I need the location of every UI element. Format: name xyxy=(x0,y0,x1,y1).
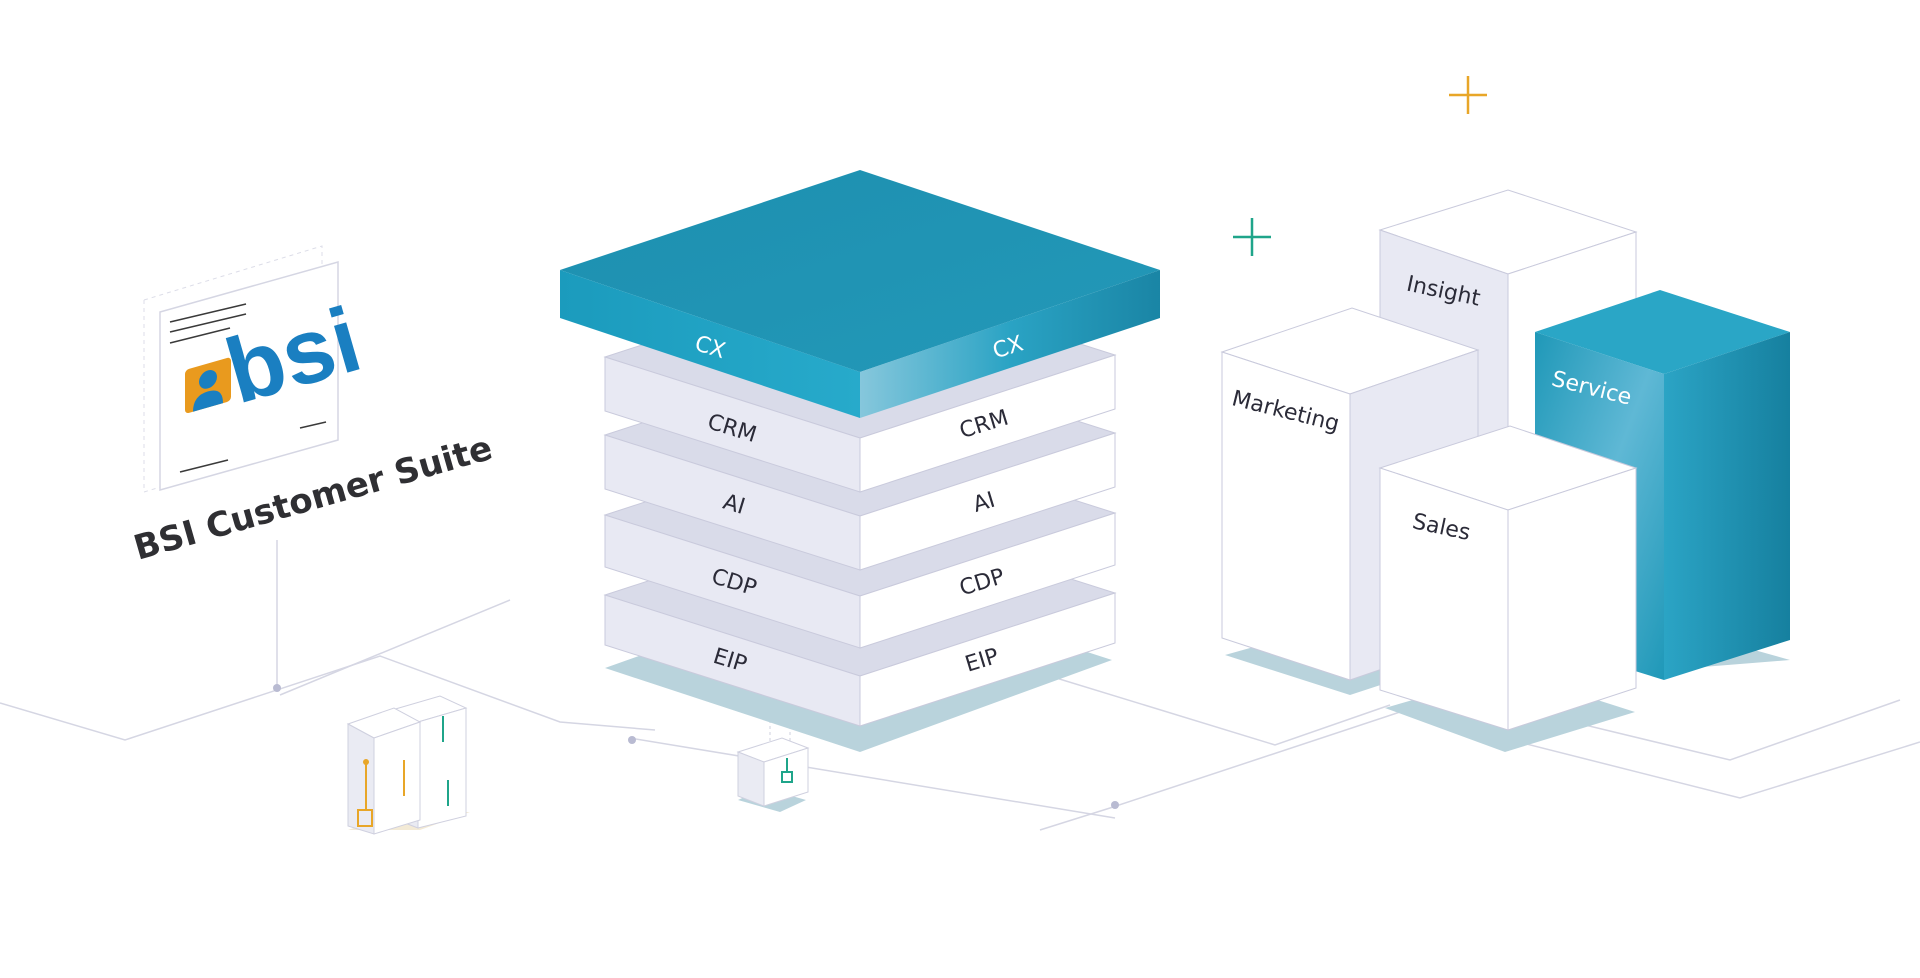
bsi-logo-icon xyxy=(185,357,231,414)
plus-icon-green xyxy=(1233,218,1271,256)
layer-cx: CX CX xyxy=(560,170,1160,418)
plus-icon-orange xyxy=(1449,76,1487,114)
server-icon xyxy=(346,695,470,835)
floor-nodes xyxy=(273,684,1119,809)
server-icon-small xyxy=(736,720,810,812)
platform-stack: EIP EIP CDP CDP AI AI CRM CRM xyxy=(560,170,1160,752)
module-blocks: Insight Service Marketing Sales xyxy=(1220,189,1790,752)
brand-card: bsi xyxy=(143,245,371,493)
block-sales: Sales xyxy=(1378,425,1638,731)
